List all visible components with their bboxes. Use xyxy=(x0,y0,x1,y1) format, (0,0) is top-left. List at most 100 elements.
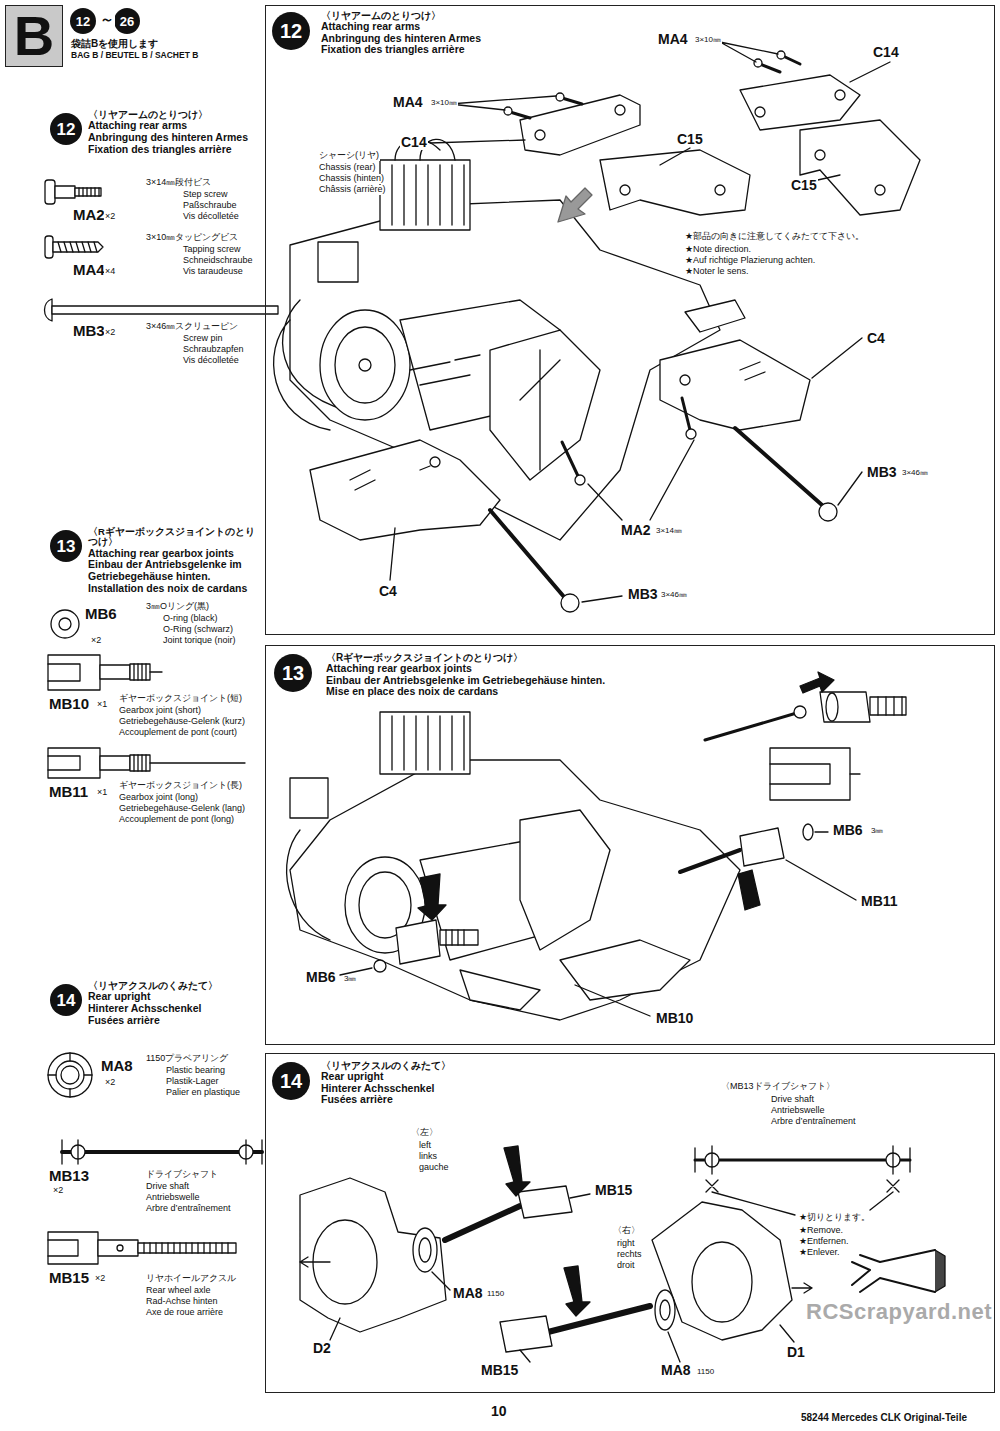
parts-list-art-stroke xyxy=(48,1240,78,1256)
step-heading: 13〈Rギヤーボックスジョイントのとりつけ〉Attaching rear gea… xyxy=(50,530,82,562)
quantity: ×2 xyxy=(90,636,102,646)
note-text: Châssis (arrière) xyxy=(318,185,387,195)
heading-text: Fixation des triangles arrière xyxy=(88,144,232,156)
note-text: Vis décolletée xyxy=(182,212,240,222)
part-code: MB10 xyxy=(655,1011,694,1026)
part-code: MB3 xyxy=(627,587,659,602)
parts-list-art-stroke xyxy=(45,180,55,204)
gearbox-joint-step-art-stroke xyxy=(705,712,800,740)
part-code: MB10 xyxy=(48,696,90,713)
rear-arm-step-art-stroke xyxy=(686,429,696,439)
parts-list-art-stroke xyxy=(51,610,79,638)
rear-arm-step-art-stroke xyxy=(740,75,860,130)
gearbox-joint-step-art-stroke xyxy=(418,874,446,920)
rear-upright-step-art-stroke xyxy=(518,1186,572,1218)
note-text: Gearbox joint (short) xyxy=(118,706,202,716)
parts-list-art-stroke xyxy=(53,242,103,252)
note-text: gauche xyxy=(418,1163,450,1173)
part-code: MB3 xyxy=(866,465,898,480)
rear-arm-step-art-stroke xyxy=(588,440,694,520)
step-number-text: 14 xyxy=(280,1071,302,1091)
note-text: Drive shaft xyxy=(145,1182,190,1192)
rear-arm-step-art-stroke xyxy=(520,350,560,470)
parts-list-art-stroke xyxy=(79,188,99,196)
note-text: O-Ring (schwarz) xyxy=(162,625,234,635)
rear-arm-step-art-stroke xyxy=(310,440,500,540)
note-text: ★Enlever. xyxy=(798,1248,841,1258)
part-code: MA8 xyxy=(100,1058,134,1075)
note-text: Rear wheel axle xyxy=(145,1286,212,1296)
rear-arm-step-art-stroke xyxy=(562,98,582,104)
part-code: D1 xyxy=(786,1345,806,1360)
step-number-text: 12 xyxy=(280,21,302,41)
parts-list-art-stroke xyxy=(144,1243,228,1253)
part-code: MB15 xyxy=(594,1183,633,1198)
heading-text: Einbau der Antriebsgelenke im Getriebege… xyxy=(88,559,260,582)
part-code: C14 xyxy=(400,135,428,150)
dimension: 3×10㎜ xyxy=(430,99,458,108)
rear-arm-step-art-stroke xyxy=(392,165,464,225)
heading-text: Rear upright xyxy=(88,991,150,1003)
rear-arm-step-art-stroke xyxy=(620,185,630,195)
step-panel: 〈リヤアクスルのくみたて〉Rear uprightHinterer Achssc… xyxy=(265,1053,995,1393)
note-text: 3㎜Oリング(黒) xyxy=(145,602,210,612)
part-code: MB3 xyxy=(72,323,106,340)
gearbox-joint-step-art-stroke xyxy=(870,697,906,715)
gearbox-joint-step-art-stroke xyxy=(794,706,806,718)
note-text: Getriebegehäuse-Gelenk (lang) xyxy=(118,804,246,814)
note-text: Vis taraudeuse xyxy=(182,267,244,277)
note-text: 3×46㎜スクリューピン xyxy=(145,322,239,332)
rear-arm-step-art-stroke xyxy=(819,503,837,521)
step-number-text: 13 xyxy=(57,538,76,555)
parts-list-art-stroke xyxy=(45,299,53,321)
dimension: 3×46㎜ xyxy=(660,591,688,600)
gearbox-joint-step-art-stroke xyxy=(560,940,690,1000)
rear-upright-step-art-stroke xyxy=(300,1257,330,1267)
parts-list-art-stroke xyxy=(48,664,80,681)
part-code: MA4 xyxy=(392,95,424,110)
rear-arm-step-art-stroke xyxy=(685,300,745,332)
part-code: MB11 xyxy=(48,784,89,801)
parts-list-art-stroke xyxy=(98,1240,138,1256)
heading-column: 〈Rギヤーボックスジョイントのとりつけ〉Attaching rear gearb… xyxy=(88,527,260,594)
gearbox-joint-step-art-stroke xyxy=(374,960,386,972)
heading-column: 〈リヤアクスルのくみたて〉Rear uprightHinterer Achssc… xyxy=(321,1060,741,1106)
dimension: 3㎜ xyxy=(870,827,884,836)
parts-list-art-stroke xyxy=(52,306,278,314)
rear-arm-step-art-stroke xyxy=(740,362,765,380)
heading-text: Hinterer Achsschenkel xyxy=(321,1083,434,1095)
parts-list-art-stroke xyxy=(75,188,101,196)
note-text: Rad-Achse hinten xyxy=(145,1297,219,1307)
rear-upright-step-art-stroke xyxy=(712,1192,893,1215)
gearbox-joint-step-art-stroke xyxy=(460,970,540,1010)
note-text: ★Note direction. xyxy=(684,245,752,255)
heading-text: Fusées arrière xyxy=(88,1015,160,1027)
note-text: ★Auf richtige Plazierung achten. xyxy=(684,256,816,266)
parts-list-art xyxy=(45,180,279,1264)
rear-arm-step-art-stroke xyxy=(812,338,862,378)
gearbox-joint-step-art-stroke xyxy=(800,672,834,693)
step-number-text: 14 xyxy=(57,992,76,1009)
gearbox-joint-step-art-stroke xyxy=(826,693,838,721)
rear-arm-step-art-stroke xyxy=(490,330,600,480)
heading-text: 〈リヤアクスルのくみたて〉 xyxy=(321,1060,451,1071)
dimension: 1150 xyxy=(696,1368,715,1377)
rear-upright-step-art-stroke xyxy=(548,1306,650,1332)
rear-upright-step-art-stroke xyxy=(419,1238,431,1262)
rear-arm-step-art-stroke xyxy=(335,327,395,403)
rear-arm-step-art-stroke xyxy=(755,107,765,117)
part-code: MA8 xyxy=(660,1363,692,1378)
rear-upright-step-art-stroke xyxy=(504,1146,530,1196)
heading-column: 〈リヤアームのとりつけ〉Attaching rear armsAnbringun… xyxy=(88,110,260,155)
gearbox-joint-step-art-stroke xyxy=(290,760,740,1020)
heading-text: 〈Rギヤーボックスジョイントのとりつけ〉 xyxy=(88,527,260,548)
rear-arm-step-art-stroke xyxy=(735,428,822,505)
part-code: MA4 xyxy=(72,262,106,279)
note-text: 〈左〉 xyxy=(410,1128,439,1138)
rear-upright-step-art-stroke xyxy=(695,1146,910,1174)
heading-text: Einbau der Antriebsgelenke im Getriebege… xyxy=(326,675,605,687)
note-text: Step screw xyxy=(182,190,229,200)
parts-list-art-stroke xyxy=(58,242,97,252)
heading-text: Anbringung des hinteren Armes xyxy=(321,33,481,45)
dimension: 1150 xyxy=(486,1290,505,1299)
